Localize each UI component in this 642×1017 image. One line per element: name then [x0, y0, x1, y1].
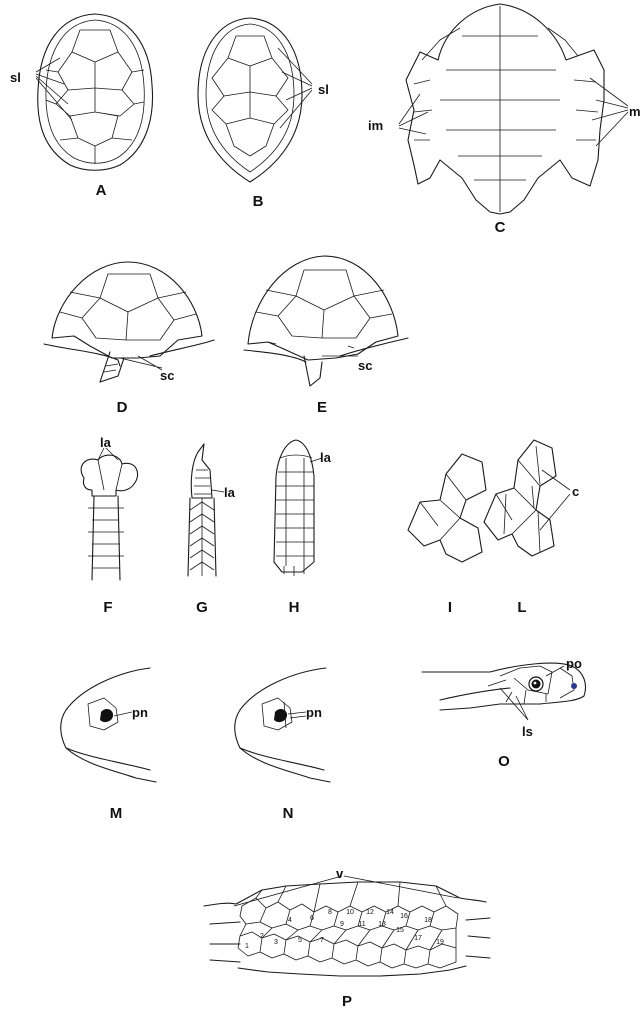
ventral-number: 16: [400, 913, 408, 920]
sl-label-a: sl: [10, 70, 21, 85]
ventral-number: 6: [310, 915, 314, 922]
ventral-number: 3: [274, 939, 278, 946]
ls-label: ls: [522, 724, 533, 739]
panel-l-keeled-scales: c L: [484, 440, 579, 616]
la-label-f: la: [100, 435, 112, 450]
ventral-number: 10: [346, 909, 354, 916]
panel-i-smooth-scales: I: [408, 454, 486, 616]
po-label: po: [566, 656, 582, 671]
panel-a-dorsal-shell: sl A: [10, 14, 153, 199]
ventral-number: 12: [366, 909, 374, 916]
panel-f-tail: la F: [81, 435, 137, 616]
ventral-number: 14: [386, 909, 394, 916]
figure-letter-f: F: [103, 599, 112, 616]
panel-g-tail: la G: [188, 444, 236, 616]
v-label: v: [336, 866, 344, 881]
figure-letter-e: E: [317, 399, 327, 416]
figure-letter-a: A: [96, 182, 107, 199]
panel-d-shell-rear: sc D: [44, 262, 214, 416]
sc-label-e: sc: [358, 358, 372, 373]
ventral-number: 17: [414, 935, 422, 942]
figure-letter-b: B: [253, 193, 264, 210]
panel-p-ventral-row: v 1 2 3 4 5 6 7 8 9 10 11 12 13 14 15 16…: [204, 866, 490, 1010]
ventral-number: 15: [396, 927, 404, 934]
ventral-number: 11: [358, 921, 365, 928]
pn-label-m: pn: [132, 705, 148, 720]
ventral-number: 1: [245, 943, 249, 950]
panel-b-dorsal-shell: sl B: [198, 18, 329, 210]
sl-label-b: sl: [318, 82, 329, 97]
ventral-number: 5: [298, 937, 302, 944]
ventral-number: 9: [340, 921, 344, 928]
la-label-g: la: [224, 485, 236, 500]
sc-label-d: sc: [160, 368, 174, 383]
im-label: im: [368, 118, 383, 133]
ventral-number: 8: [328, 909, 332, 916]
figure-letter-n: N: [283, 805, 294, 822]
panel-e-shell-rear: sc E: [244, 256, 408, 416]
m-label: m: [629, 104, 641, 119]
la-label-h: la: [320, 450, 332, 465]
panel-n-head: pn N: [235, 668, 330, 822]
ventral-number: 18: [424, 917, 432, 924]
figure-letter-l: L: [517, 599, 526, 616]
ventral-number: 19: [436, 939, 444, 946]
panel-c-plastron: im m C: [368, 4, 641, 236]
figure-letter-p: P: [342, 993, 352, 1010]
figure-letter-g: G: [196, 599, 208, 616]
figure-letter-c: C: [495, 219, 506, 236]
figure-letter-m: M: [110, 805, 123, 822]
figure-letter-d: D: [117, 399, 128, 416]
ventral-number: 2: [260, 933, 264, 940]
panel-h-tail: la H: [274, 440, 332, 616]
ventral-number: 13: [378, 921, 386, 928]
pn-label-n: pn: [306, 705, 322, 720]
c-label: c: [572, 484, 579, 499]
ventral-number: 7: [320, 937, 324, 944]
figure-letter-o: O: [498, 753, 510, 770]
figure-letter-h: H: [289, 599, 300, 616]
figure-letter-i: I: [448, 599, 452, 616]
ventral-number: 4: [288, 917, 292, 924]
panel-o-snake-head: po ls O: [422, 656, 586, 770]
panel-m-head: pn M: [61, 668, 156, 822]
